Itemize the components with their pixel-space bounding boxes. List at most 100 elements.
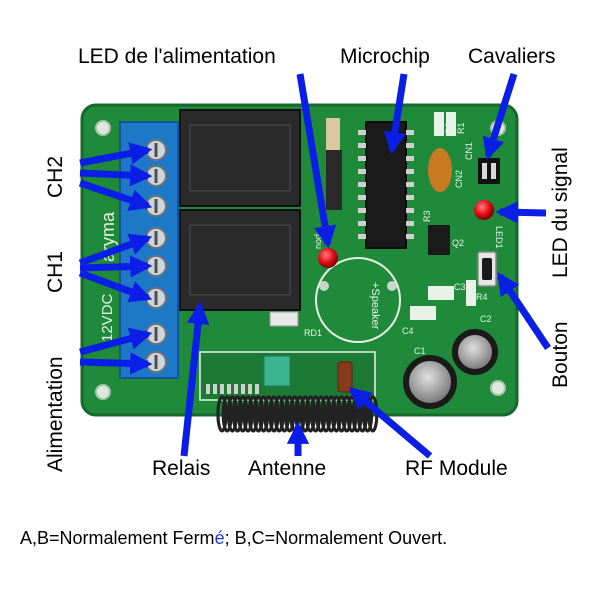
rf-pin xyxy=(227,384,231,394)
resistor-r4 xyxy=(466,280,476,306)
chip-pin xyxy=(358,169,366,174)
chip-pin xyxy=(358,221,366,226)
antenna-turn xyxy=(226,395,238,433)
rf-pin xyxy=(206,384,210,394)
chip-pin xyxy=(406,156,414,161)
relay-ch2-marking xyxy=(189,124,291,192)
capacitor-c4 xyxy=(410,306,436,320)
chip-pin xyxy=(358,208,366,213)
arrow-ch1-c xyxy=(78,269,153,303)
rf-pin xyxy=(248,384,252,394)
arrow-microchip xyxy=(383,73,408,155)
chip-pin xyxy=(358,182,366,187)
caption-part1: A,B=Normalement Ferm xyxy=(20,528,215,548)
chip-pin xyxy=(358,143,366,148)
microchip-pins xyxy=(358,130,414,239)
callout-arrows xyxy=(78,72,551,459)
board-cn1: CN1 xyxy=(464,142,474,160)
power-led xyxy=(318,248,338,268)
antenna-turn xyxy=(237,395,249,433)
arrow-button xyxy=(497,272,551,350)
board-rd1: RD1 xyxy=(304,328,322,338)
label-relays: Relais xyxy=(152,457,211,480)
transistor-q2 xyxy=(428,225,450,255)
label-microchip: Microchip xyxy=(340,45,430,68)
speaker-pad-left xyxy=(319,281,329,291)
rf-pin xyxy=(255,384,259,394)
caption-part2: ; B,C=Normalement Ouvert. xyxy=(224,528,448,548)
resistor-r1 xyxy=(434,112,444,136)
antenna-turn xyxy=(310,395,322,433)
chip-pin xyxy=(358,234,366,239)
antenna-turn xyxy=(336,395,348,433)
chip-pin xyxy=(406,234,414,239)
push-button-cap xyxy=(482,258,492,280)
resistor-rd1 xyxy=(269,311,299,327)
chip-pin xyxy=(406,221,414,226)
board-c4: C4 xyxy=(402,326,414,336)
resistor-r2 xyxy=(446,112,456,136)
antenna-turn xyxy=(268,395,280,433)
board-cn2: CN2 xyxy=(454,170,464,188)
chip-pin xyxy=(406,182,414,187)
board-led1: LED1 xyxy=(494,226,504,249)
resistor-top xyxy=(326,118,340,150)
board-r3: R3 xyxy=(422,210,432,222)
label-power: Alimentation xyxy=(44,356,67,472)
chip-pin xyxy=(358,130,366,135)
antenna-turn xyxy=(247,395,259,433)
arrow-power-b xyxy=(79,352,153,375)
arrow-ch2-b xyxy=(79,164,153,187)
speaker-outline xyxy=(315,257,401,343)
board-pou: pou xyxy=(314,234,324,249)
jumper-pin-2 xyxy=(491,163,496,179)
mounting-hole-top-left xyxy=(95,120,111,136)
mounting-hole-bottom-right xyxy=(490,380,506,396)
speaker-pad-right xyxy=(387,281,397,291)
antenna-turn xyxy=(320,395,332,433)
antenna-turn xyxy=(242,395,254,433)
chip-pin xyxy=(406,195,414,200)
arrow-rf-module xyxy=(348,387,433,459)
antenna-turn xyxy=(252,395,264,433)
rf-coil xyxy=(337,361,353,393)
arrow-relays xyxy=(180,301,210,457)
antenna-turn xyxy=(273,395,285,433)
electrolytic-capacitor-left xyxy=(403,355,457,409)
label-antenna: Antenne xyxy=(248,457,327,480)
label-rf-module: RF Module xyxy=(405,457,508,480)
mounting-hole-bottom-left xyxy=(95,384,111,400)
rf-pin xyxy=(213,384,217,394)
board-r4: R4 xyxy=(476,292,488,302)
arrow-led-power xyxy=(296,73,337,249)
chip-pin xyxy=(358,156,366,161)
board-c3: C3 xyxy=(454,282,466,292)
antenna-turn xyxy=(278,395,290,433)
ic-small-left xyxy=(326,150,342,210)
rf-module-pins xyxy=(206,384,259,394)
chip-pin xyxy=(406,143,414,148)
antenna-turn xyxy=(315,395,327,433)
label-led-power: LED de l'alimentation xyxy=(78,45,276,68)
arrow-ch1-b xyxy=(79,255,153,278)
rf-module-trimmer xyxy=(263,355,291,387)
rf-pin xyxy=(234,384,238,394)
caption-accent: é xyxy=(214,528,225,548)
antenna-turn xyxy=(325,395,337,433)
board-r1: R1 xyxy=(456,122,466,134)
arrow-power-a xyxy=(79,327,153,356)
relay-ch1 xyxy=(179,209,301,311)
rf-pin xyxy=(220,384,224,394)
arrow-led-signal xyxy=(495,201,547,224)
jumpers-header xyxy=(478,158,500,184)
antenna-turn xyxy=(341,395,353,433)
jumper-pin-1 xyxy=(482,163,487,179)
label-jumpers: Cavaliers xyxy=(468,45,556,68)
capacitor-c3 xyxy=(428,286,454,300)
label-ch2: CH2 xyxy=(44,155,67,198)
antenna-turn xyxy=(258,395,270,433)
arrow-ch1-a xyxy=(78,233,153,267)
ceramic-capacitor xyxy=(428,148,452,192)
antenna-turn xyxy=(304,395,316,433)
